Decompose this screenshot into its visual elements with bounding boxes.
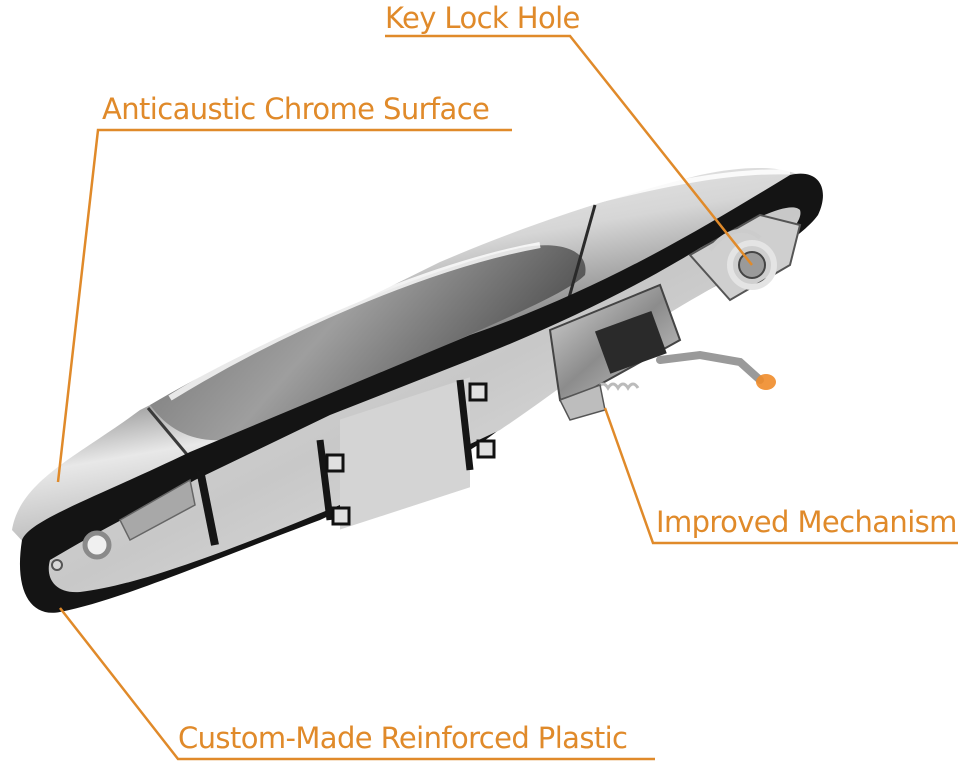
- key-lock-cylinder: [727, 240, 777, 290]
- chrome-highlight: [599, 169, 791, 203]
- chrome-handle-grip: [150, 245, 586, 441]
- mechanism-bracket: [594, 310, 667, 374]
- interior-rib: [316, 439, 334, 521]
- screw-post: [468, 382, 488, 402]
- callout-line-key-lock: [385, 34, 753, 266]
- interior-rib: [456, 379, 474, 471]
- callout-line-mechanism: [603, 407, 958, 545]
- screw-post: [476, 439, 496, 459]
- callout-reinforced-plastic: Custom-Made Reinforced Plastic: [178, 721, 628, 755]
- actuator-rod: [656, 350, 764, 384]
- callout-improved-mechanism: Improved Mechanism: [656, 505, 957, 539]
- screw-post: [331, 506, 351, 526]
- actuator-tip: [756, 374, 776, 390]
- interior-panel: [340, 377, 470, 530]
- mechanism-spring: [596, 382, 640, 391]
- left-bracket: [119, 478, 196, 542]
- chrome-highlight: [168, 242, 541, 401]
- callout-key-lock-hole: Key Lock Hole: [385, 1, 580, 35]
- mounting-hole: [82, 530, 112, 560]
- callout-line-plastic: [59, 607, 655, 761]
- callout-chrome-surface: Anticaustic Chrome Surface: [102, 92, 490, 126]
- mounting-pin: [51, 559, 63, 571]
- lock-spring: [708, 228, 762, 252]
- callout-line-chrome: [56, 128, 512, 483]
- interior-rib: [196, 469, 219, 546]
- screw-post: [325, 453, 345, 473]
